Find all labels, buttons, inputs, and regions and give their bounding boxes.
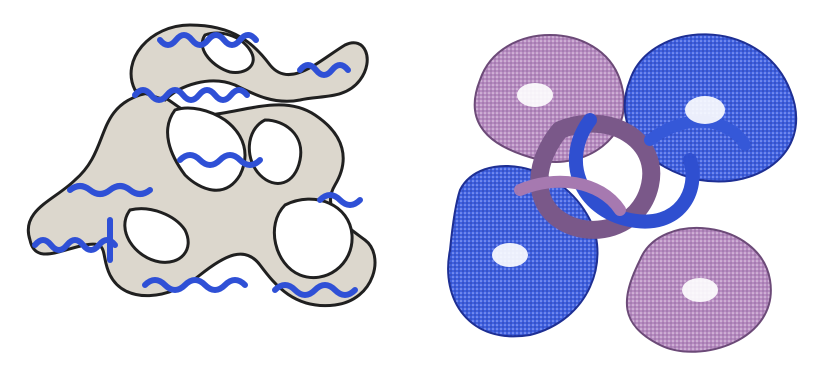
- hole-blue-1: [685, 96, 725, 124]
- hole-violet-1: [517, 83, 553, 107]
- tube-hole-3: [274, 199, 352, 277]
- tube-outline-group: [28, 25, 375, 306]
- right-tetramer-diagram: [448, 34, 796, 351]
- hole-blue-2: [492, 243, 528, 267]
- squiggle-top: [135, 90, 247, 100]
- left-tube-diagram: [28, 25, 375, 306]
- hole-violet-2: [682, 278, 718, 302]
